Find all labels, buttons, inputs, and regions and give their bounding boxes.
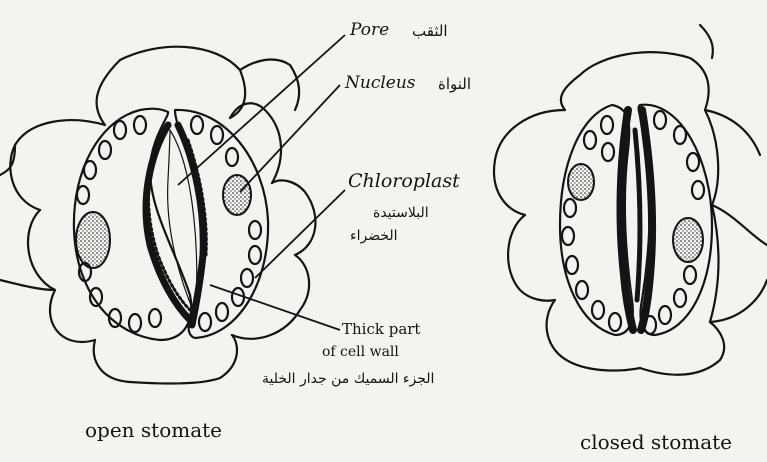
guard-cell-left-closed [560, 105, 633, 335]
closed-stomate [494, 25, 767, 375]
nucleus-pointer [240, 85, 340, 192]
open-stomate-caption: open stomate [85, 420, 222, 440]
pore-pointer [178, 35, 345, 185]
pore-label: Pore [350, 22, 389, 39]
chloroplast-label-arabic-2: الخضراء [350, 229, 398, 243]
open-stomate [0, 47, 315, 384]
nucleus-label: Nucleus [345, 75, 416, 92]
thick-part-label-line-1: Thick part [342, 322, 420, 337]
guard-cell-right-open [175, 110, 268, 338]
guard-cell-left-open [74, 109, 191, 340]
pore-label-arabic: الثقب [412, 24, 448, 39]
thick-part-label-line-2: of cell wall [322, 345, 399, 359]
thick-part-label-arabic: الجزء السميك من جدار الخلية [262, 372, 434, 386]
nucleus-label-arabic: النواة [438, 77, 471, 92]
guard-cell-right-closed [635, 105, 712, 335]
closed-stomate-caption: closed stomate [580, 432, 732, 452]
chloroplasts-left-closed [562, 116, 621, 331]
chloroplast-label: Chloroplast [348, 172, 460, 191]
chloroplast-label-arabic-1: البلاستيدة [373, 206, 429, 220]
